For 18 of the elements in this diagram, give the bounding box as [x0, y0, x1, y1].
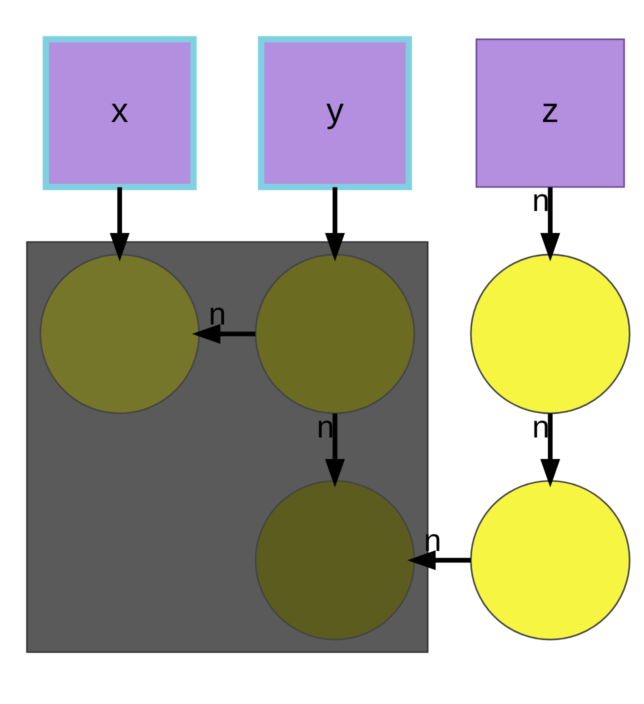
node-circle — [254, 254, 416, 414]
arrow — [192, 324, 256, 344]
arrow — [325, 187, 345, 262]
edge-label: n — [316, 409, 334, 444]
node-circle — [470, 480, 630, 640]
arrow — [407, 550, 471, 570]
node-circle — [470, 254, 630, 414]
arrow — [540, 187, 560, 262]
arrow — [540, 414, 560, 488]
arrow — [325, 414, 345, 488]
node-circle — [40, 254, 200, 414]
node-box: x — [42, 36, 197, 190]
node-box: z — [476, 38, 625, 188]
edge-label: n — [208, 296, 226, 332]
node-box: y — [258, 36, 412, 190]
edge-label: n — [532, 409, 550, 444]
node-circle — [254, 480, 416, 640]
arrow — [110, 187, 130, 262]
